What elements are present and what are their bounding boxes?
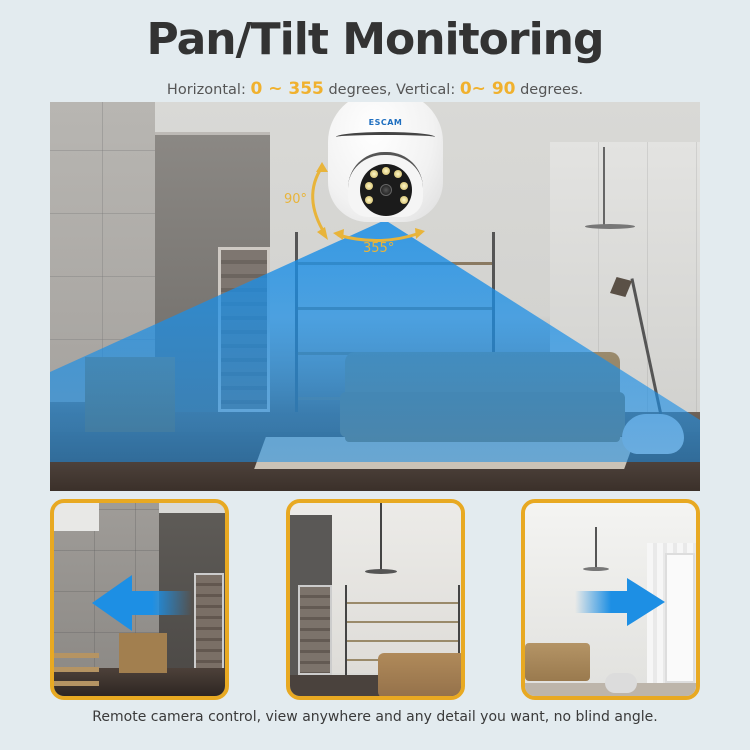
window xyxy=(665,553,695,683)
degrees-suffix: degrees. xyxy=(515,82,584,98)
sofa xyxy=(378,653,461,696)
cabinet xyxy=(119,633,167,673)
arrow-right-icon xyxy=(575,578,665,626)
room-cabinet xyxy=(85,357,175,432)
horizontal-range-value: 0 ~ 355 xyxy=(250,79,324,99)
arrow-left-icon xyxy=(92,575,192,631)
hero-room-image: ESCAM 90° 355° xyxy=(50,102,700,491)
pan-angle-label: 355° xyxy=(363,241,395,256)
horizontal-label: Horizontal: xyxy=(166,82,251,98)
pendant-lamp-cord xyxy=(603,147,605,227)
door xyxy=(194,573,224,678)
pouf xyxy=(605,673,637,693)
vertical-range-value: 0~ 90 xyxy=(459,79,516,99)
camera-lens-icon xyxy=(360,164,412,216)
page-title: Pan/Tilt Monitoring xyxy=(146,14,605,65)
tilt-arc-arrow-icon xyxy=(311,162,328,240)
pendant-lamp-icon xyxy=(585,224,635,229)
rotation-range-subtitle: Horizontal: 0 ~ 355 degrees, Vertical: 0… xyxy=(0,79,750,99)
vertical-label: degrees, Vertical: xyxy=(323,82,460,98)
camera-brand-logo: ESCAM xyxy=(368,118,403,127)
room-pouf xyxy=(622,414,684,454)
pan-left-view-card xyxy=(50,499,229,700)
sofa xyxy=(525,643,590,681)
pendant-lamp-icon xyxy=(365,569,397,574)
center-view-card xyxy=(286,499,465,700)
door xyxy=(298,585,332,675)
room-door xyxy=(218,247,270,412)
pan-right-view-card xyxy=(521,499,700,700)
security-camera-icon: ESCAM xyxy=(328,102,443,227)
staircase xyxy=(54,653,99,693)
room-sofa-seat xyxy=(340,392,625,437)
caption-text: Remote camera control, view anywhere and… xyxy=(92,709,658,725)
pendant-lamp-icon xyxy=(583,567,609,571)
tilt-angle-label: 90° xyxy=(284,192,308,207)
